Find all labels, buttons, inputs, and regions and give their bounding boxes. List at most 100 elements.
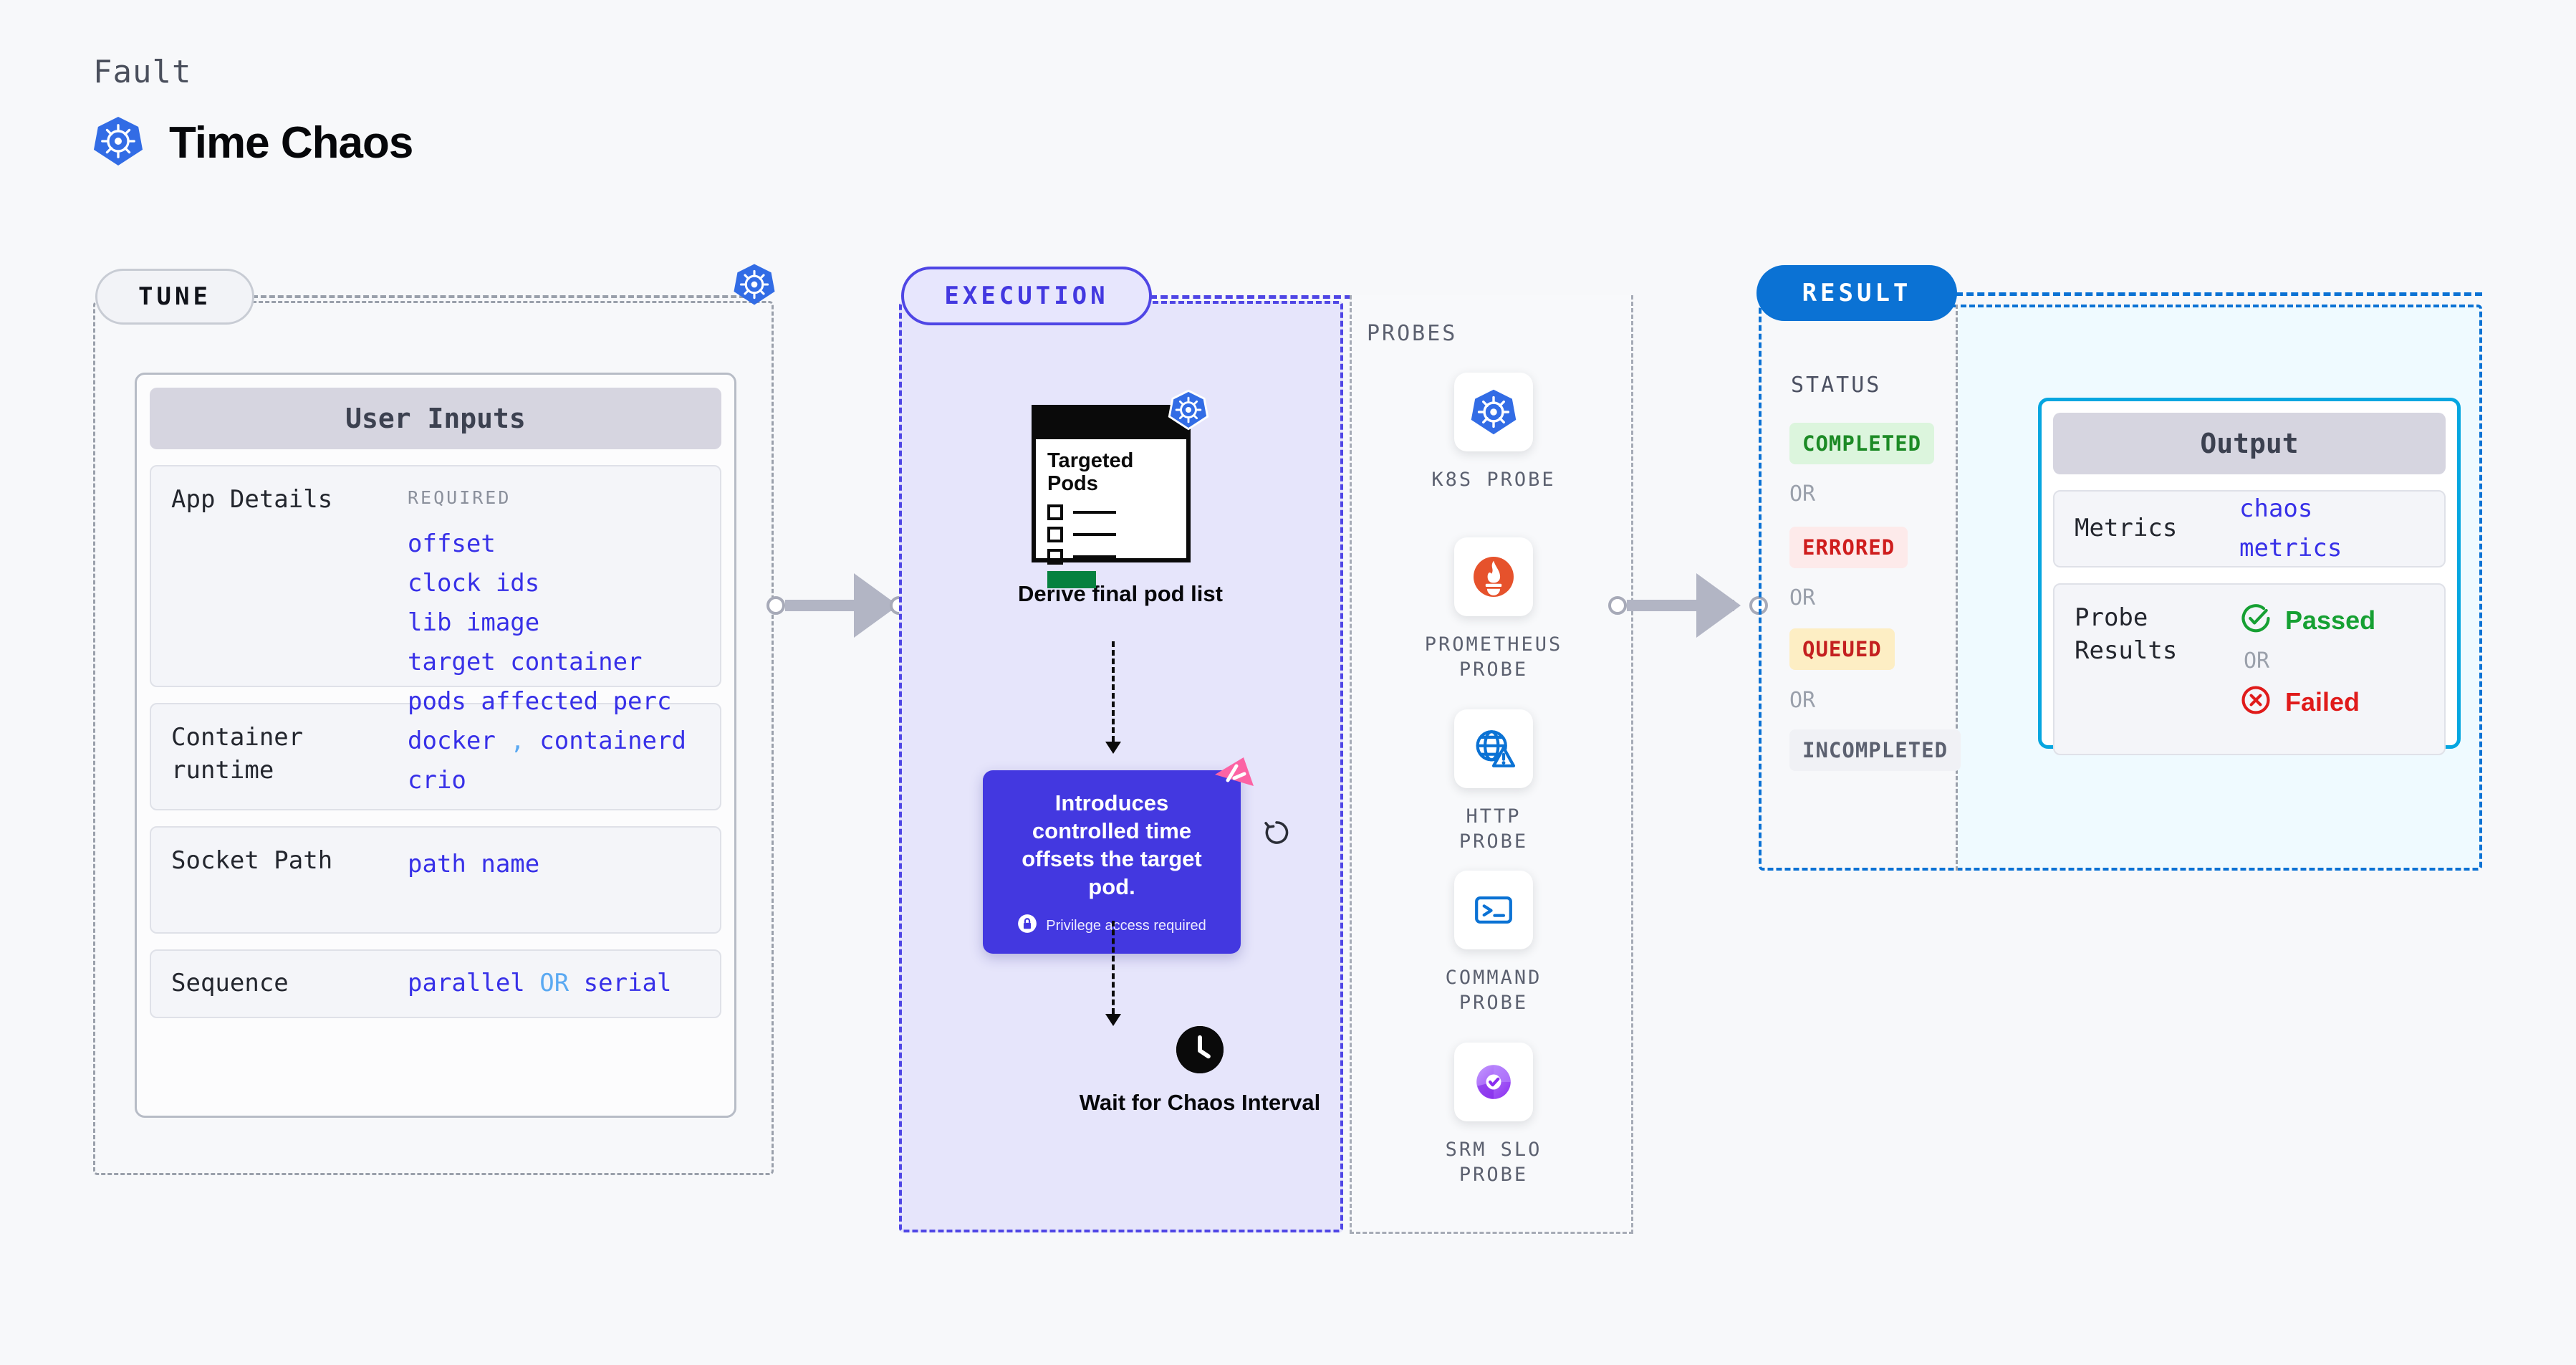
output-card: Output Metrics chaos metrics Probe Resul… (2038, 398, 2461, 755)
or-separator: OR (1789, 585, 1816, 610)
field-value: docker , containerd (408, 727, 686, 755)
pod-list-item (1047, 548, 1175, 565)
field-label: Sequence (171, 969, 289, 998)
or-separator: OR (2244, 648, 2270, 674)
field-value: parallel OR serial (408, 969, 672, 998)
status-badge-incompleted: INCOMPLETED (1789, 729, 1961, 771)
wait-interval-node: Wait for Chaos Interval (1075, 1026, 1325, 1117)
probe-command[interactable]: COMMAND PROBE (1426, 871, 1562, 1015)
required-tag: REQUIRED (408, 487, 511, 508)
passed-label: Passed (2285, 605, 2376, 635)
placeholder-line (1073, 532, 1116, 536)
progress-bar (1047, 570, 1096, 588)
field-values: parallel OR serial (408, 964, 671, 1003)
output-header: Output (2053, 413, 2446, 474)
checkbox-icon (1047, 504, 1063, 520)
probe-result-passed: Passed (2239, 602, 2375, 638)
page-title: Time Chaos (92, 115, 413, 171)
probe-label: HTTP PROBE (1458, 805, 1529, 853)
output-probe-results-row: Probe Results Passed OR (2053, 583, 2446, 755)
result-connector-dash (1956, 292, 2482, 296)
check-circle-icon (2239, 602, 2272, 638)
field-container-runtime: Container runtime docker , containerd cr… (150, 703, 721, 810)
probe-result-failed: Failed (2239, 684, 2375, 720)
probe-label: PROMETHEUS PROBE (1424, 633, 1563, 681)
probe-k8s[interactable]: K8S PROBE (1426, 373, 1562, 492)
probe-srm-slo[interactable]: SRM SLO PROBE (1426, 1043, 1562, 1187)
or-separator: OR (1789, 482, 1816, 507)
field-label: App Details (171, 485, 333, 514)
clock-icon (1176, 1026, 1224, 1073)
checkbox-icon (1047, 548, 1063, 565)
fault-kicker: Fault (93, 54, 192, 90)
callout-text: Introduces controlled time offsets the t… (1022, 790, 1202, 900)
field-value: target container (408, 647, 643, 676)
probe-label: COMMAND PROBE (1445, 967, 1542, 1015)
privilege-note: Privilege access required (1001, 914, 1222, 938)
connector-dot (1608, 596, 1627, 615)
flow-connector (1112, 921, 1115, 1014)
or-separator: OR (1789, 688, 1816, 713)
targeted-pods-title: Targeted Pods (1047, 449, 1134, 496)
user-inputs-header: User Inputs (150, 388, 721, 449)
kubernetes-icon (732, 262, 777, 310)
probe-results-label: Probe Results (2075, 603, 2178, 665)
status-badge-completed: COMPLETED (1789, 423, 1935, 464)
connector-dot (766, 596, 785, 615)
rotate-ccw-icon[interactable] (1261, 817, 1292, 852)
probe-prometheus[interactable]: PROMETHEUS PROBE (1424, 537, 1563, 682)
kubernetes-icon (1168, 389, 1209, 434)
placeholder-line (1073, 510, 1116, 514)
field-socket-path: Socket Path path name (150, 826, 721, 934)
flow-arrowhead (1105, 1014, 1121, 1026)
field-value: pods affected perc (408, 686, 672, 716)
kubernetes-icon (92, 115, 145, 171)
status-badge-errored: ERRORED (1789, 527, 1908, 568)
field-app-details: App Details REQUIRED offset clock ids li… (150, 465, 721, 716)
field-values: docker , containerd crio (408, 722, 686, 795)
probe-http[interactable]: HTTP PROBE (1426, 709, 1562, 854)
connector-arrowhead (1696, 573, 1741, 638)
execution-chip[interactable]: EXECUTION (901, 267, 1152, 325)
privilege-note-text: Privilege access required (1046, 917, 1206, 934)
prometheus-icon (1454, 537, 1533, 616)
status-badge-queued: QUEUED (1789, 628, 1895, 670)
wait-interval-caption: Wait for Chaos Interval (1079, 1090, 1321, 1115)
tune-panel (93, 301, 774, 1175)
field-value: crio (408, 766, 466, 795)
pod-list-item (1047, 504, 1175, 520)
lock-icon (1017, 914, 1037, 938)
field-value: offset (408, 529, 496, 558)
srm-slo-icon (1454, 1043, 1533, 1121)
targeted-pods-node: Targeted Pods Derive final pod list (1018, 389, 1223, 607)
probe-label: K8S PROBE (1431, 469, 1556, 491)
status-title: STATUS (1791, 373, 1882, 398)
card-titlebar (1036, 409, 1186, 439)
x-circle-icon (2239, 684, 2272, 720)
tune-chip[interactable]: TUNE (95, 269, 254, 325)
targeted-pods-card: Targeted Pods (1032, 389, 1209, 588)
result-panel (1759, 305, 2482, 871)
tune-connector-dash (252, 295, 754, 298)
harness-ribbon-icon (1211, 756, 1256, 804)
field-value: lib image (408, 608, 540, 637)
probes-title: PROBES (1367, 321, 1458, 346)
field-sequence: Sequence parallel OR serial (150, 949, 721, 1018)
kubernetes-icon (1454, 373, 1533, 451)
field-label: Container runtime (171, 723, 304, 785)
page-title-text: Time Chaos (169, 118, 413, 168)
field-values: REQUIRED offset clock ids lib image targ… (408, 484, 671, 716)
probe-label: SRM SLO PROBE (1445, 1139, 1542, 1187)
flow-connector (1112, 641, 1115, 742)
failed-label: Failed (2285, 686, 2360, 717)
user-inputs-card: User Inputs App Details REQUIRED offset … (135, 373, 736, 1118)
result-chip[interactable]: RESULT (1756, 265, 1957, 321)
result-divider (1956, 305, 1958, 871)
output-metrics-row: Metrics chaos metrics (2053, 490, 2446, 567)
checkbox-icon (1047, 526, 1063, 542)
field-label: Socket Path (171, 846, 333, 875)
metrics-label: Metrics (2075, 514, 2178, 543)
terminal-icon (1454, 871, 1533, 949)
placeholder-line (1073, 555, 1116, 558)
field-value: clock ids (408, 568, 540, 598)
